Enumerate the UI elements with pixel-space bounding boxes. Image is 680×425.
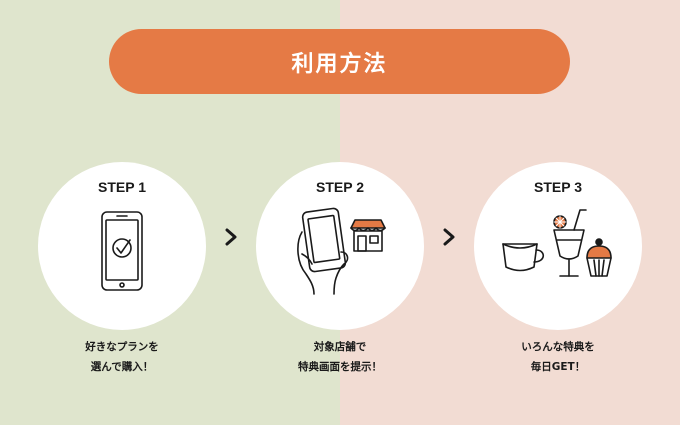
coffee-drink-cupcake-icon [502, 209, 612, 277]
step-3-label: STEP 3 [534, 179, 582, 195]
step-3-caption-line-1: いろんな特典を [521, 341, 595, 353]
step-1-label: STEP 1 [98, 179, 146, 195]
chevron-right-icon [443, 228, 455, 246]
step-1: STEP 1 好きなプランを 選んで購入！ [38, 162, 206, 373]
step-3-caption-line-2: 毎日GET！ [530, 361, 586, 373]
step-3-caption: いろんな特典を 毎日GET！ [464, 337, 652, 377]
hand-phone-store-icon [297, 207, 386, 295]
step-2: STEP 2 対象店舗で 特典画面を提示！ [256, 162, 424, 373]
step-3: STEP 3 [474, 162, 642, 373]
step-1-caption-line-2: 選んで購入！ [90, 361, 154, 373]
step-2-caption: 対象店舗で 特典画面を提示！ [246, 337, 434, 377]
step-1-caption: 好きなプランを 選んで購入！ [28, 337, 216, 377]
step-3-circle: STEP 3 [474, 162, 642, 330]
step-2-caption-line-2: 特典画面を提示！ [298, 361, 382, 373]
step-1-circle: STEP 1 [38, 162, 206, 330]
page-title-text: 利用方法 [291, 51, 388, 77]
step-1-caption-line-1: 好きなプランを [85, 341, 159, 353]
chevron-right-icon [225, 228, 237, 246]
step-2-caption-line-1: 対象店舗で [313, 341, 367, 353]
page-title: 利用方法 [109, 29, 570, 94]
smartphone-check-icon [101, 211, 143, 291]
step-2-circle: STEP 2 [256, 162, 424, 330]
step-2-label: STEP 2 [316, 179, 364, 195]
